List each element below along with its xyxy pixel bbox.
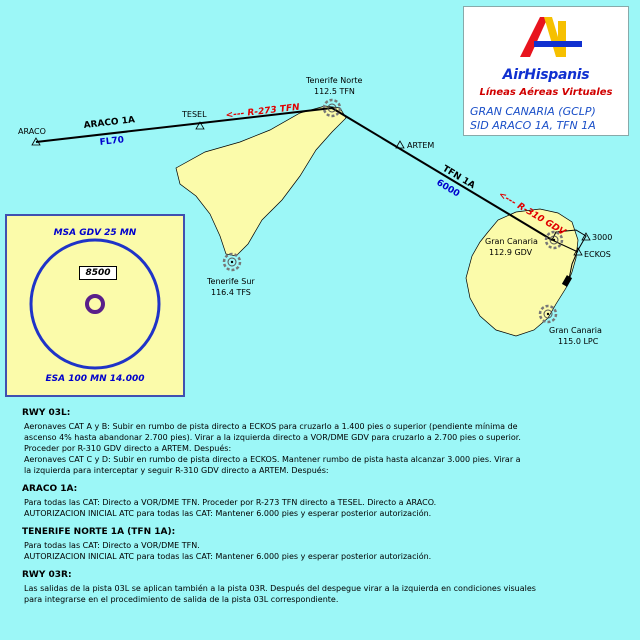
route-araco-tfn (35, 107, 333, 143)
alt3000-waypoint-icon (581, 232, 591, 241)
araco-label: ARACO (18, 127, 46, 136)
gdv-freq-label: 112.9 GDV (489, 248, 533, 257)
gdv-name-label: Gran Canaria (485, 237, 538, 246)
note-heading: RWY 03R: (22, 570, 72, 580)
note-heading: TENERIFE NORTE 1A (TFN 1A): (22, 527, 176, 537)
note-line: Para todas las CAT: Directo a VOR/DME TF… (24, 541, 200, 550)
note-line: Para todas las CAT: Directo a VOR/DME TF… (24, 498, 437, 507)
sid-airport-title: GRAN CANARIA (GCLP) (470, 105, 596, 118)
runway (561, 275, 573, 287)
tfs-freq-label: 116.4 TFS (211, 288, 251, 297)
r273-label: <--- R-273 TFN (225, 103, 300, 121)
artem-label: ARTEM (407, 141, 434, 150)
esa-label: ESA 100 MN 14.000 (45, 374, 145, 384)
tenerife-island (175, 105, 347, 257)
msa-altitude: 8500 (79, 266, 117, 280)
note-heading: RWY 03L: (22, 408, 71, 418)
tesel-waypoint-icon (195, 121, 205, 130)
vor-tfn-icon (322, 98, 342, 118)
note-line: Proceder por R-310 GDV directo a ARTEM. … (24, 444, 232, 453)
alt3000-label: 3000 (592, 233, 612, 242)
vor-tfs-icon (222, 252, 242, 272)
note-line: AUTORIZACION INICIAL ATC para todas las … (24, 552, 432, 561)
note-line: la izquierda para interceptar y seguir R… (24, 466, 329, 475)
lpc-name-label: Gran Canaria (549, 326, 602, 335)
vor-gdv-icon (544, 230, 564, 250)
departure-track (551, 229, 587, 285)
note-line: Aeronaves CAT A y B: Subir en rumbo de p… (24, 422, 518, 431)
msa-box: MSA GDV 25 MN 8500 ESA 100 MN 14.000 (5, 214, 185, 397)
tfn-name-label: Tenerife Norte (305, 76, 363, 85)
airhispanis-logo-icon (520, 17, 582, 57)
msa-title: MSA GDV 25 MN (53, 228, 137, 238)
tfs-name-label: Tenerife Sur (206, 277, 255, 286)
brand-tagline: Líneas Aéreas Virtuales (479, 87, 613, 98)
note-heading: ARACO 1A: (22, 484, 78, 494)
note-line: Aeronaves CAT C y D: Subir en rumbo de p… (24, 455, 521, 464)
sid-procedure-title: SID ARACO 1A, TFN 1A (470, 119, 596, 132)
artem-waypoint-icon (395, 140, 405, 149)
lpc-freq-label: 115.0 LPC (558, 337, 599, 346)
araco-route-level: FL70 (99, 135, 124, 148)
eckos-label: ECKOS (584, 250, 611, 259)
logo-title-box: AirHispanis Líneas Aéreas Virtuales GRAN… (463, 6, 629, 136)
msa-circle-icon (29, 238, 161, 370)
route-tfn-gdv (331, 107, 553, 241)
note-line: AUTORIZACION INICIAL ATC para todas las … (24, 509, 432, 518)
tfn-freq-label: 112.5 TFN (314, 87, 355, 96)
note-line: ascenso 4% hasta abandonar 2.700 pies). … (24, 433, 521, 442)
gdv-eckos-line (551, 239, 579, 253)
araco-waypoint-icon (31, 137, 41, 146)
procedure-notes: RWY 03L: Aeronaves CAT A y B: Subir en r… (22, 408, 622, 605)
brand-name: AirHispanis (502, 67, 590, 83)
note-line: para integrarse en el procedimiento de s… (24, 595, 339, 604)
map-chart: ARACO TESEL ARTEM ECKOS 3000 Tenerife No… (18, 76, 612, 346)
note-line: Las salidas de la pista 03L se aplican t… (24, 584, 536, 593)
vor-lpc-icon (538, 304, 558, 324)
eckos-waypoint-icon (573, 247, 583, 256)
araco-route-name: ARACO 1A (83, 115, 135, 131)
tesel-label: TESEL (181, 110, 207, 119)
